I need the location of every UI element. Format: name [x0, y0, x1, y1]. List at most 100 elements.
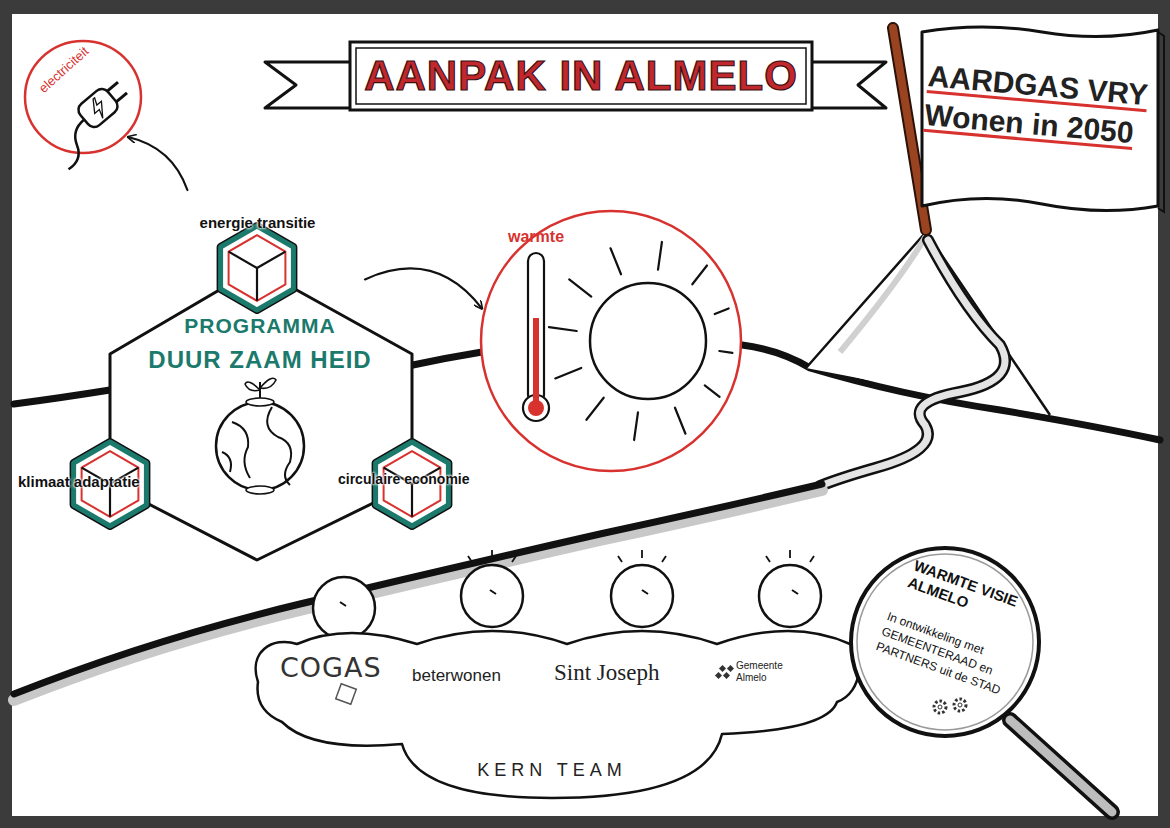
diagram-title: AANPAK IN ALMELO — [364, 52, 798, 100]
cube-inner — [229, 235, 286, 301]
globe-cap — [246, 486, 274, 494]
cube-edge — [411, 484, 413, 517]
spark-line — [641, 550, 643, 558]
team-member-head — [611, 565, 673, 627]
logo-mark — [719, 665, 726, 672]
title-banner — [350, 42, 812, 110]
gear-icon — [954, 699, 966, 711]
cube-edge — [257, 252, 285, 268]
goal-flag: AARDGAS VRY Wonen in 2050 — [912, 20, 1166, 216]
face-mark — [490, 590, 496, 594]
face-mark — [340, 602, 346, 606]
spark-line — [468, 556, 472, 562]
sun-ray — [675, 408, 685, 434]
magnifier-handle — [1010, 720, 1112, 812]
globe-cap — [246, 398, 274, 406]
sprout-leaf — [245, 382, 260, 391]
river-outline — [820, 240, 1005, 486]
paper-sheet — [12, 14, 1158, 816]
lightning-bolt — [87, 96, 110, 120]
hexagon-outline — [110, 268, 412, 560]
cube-node: energie transitie — [150, 190, 365, 315]
title-banner-inner — [356, 48, 806, 104]
lens-body: In ontwikkeling met GEMEENTERAAD en PART… — [874, 608, 1017, 699]
spark-line — [766, 556, 770, 562]
ribbon-tail — [810, 62, 886, 108]
globe-continent — [232, 422, 250, 478]
cube-face — [221, 226, 294, 310]
circle-label: warmte — [508, 228, 598, 246]
mountain — [806, 232, 1050, 415]
sun-ray — [634, 412, 638, 440]
team-member-head — [759, 565, 821, 627]
circle-label: electriciteit — [27, 36, 99, 103]
magnifier-handle-inner — [1010, 720, 1112, 812]
sun-ray — [715, 308, 729, 314]
lens-heading: WARMTE VISIE ALMELO — [905, 556, 1023, 628]
river — [820, 240, 1005, 486]
logo-mark — [336, 684, 357, 705]
curved-arrow — [365, 268, 482, 308]
node-label: energie transitie — [150, 214, 365, 231]
rotated-text-group: WARMTE VISIE ALMELOIn ontwikkeling met G… — [821, 518, 1070, 767]
node-shape — [150, 190, 365, 315]
face-mark — [792, 590, 798, 594]
node-label: klimaat adaptatie — [18, 473, 214, 490]
sun-ray — [705, 385, 720, 397]
curved-arrow — [128, 137, 187, 190]
circle-outline — [481, 211, 741, 471]
gear-icon — [938, 705, 942, 709]
core-team-cloud: COGAS beterwonenSint Joseph Gemeente Almel… — [252, 552, 858, 804]
sun-ray — [569, 279, 591, 296]
partner-logo: beterwonen — [412, 666, 552, 686]
gear-icon — [934, 701, 946, 713]
electricity-circle: electriciteit — [22, 38, 144, 156]
cube-node: klimaat adaptatie — [14, 425, 214, 545]
plug-prong — [107, 82, 118, 91]
partner-logo: Gemeente Almelo — [736, 660, 806, 683]
program-heading: PROGRAMMA — [100, 314, 420, 338]
sun-ray — [555, 368, 581, 378]
thermometer-level — [528, 400, 544, 416]
partner-logo: COGAS — [280, 652, 400, 683]
sprout-leaf — [260, 378, 276, 388]
globe-continent — [222, 452, 231, 472]
mountain-shade — [840, 236, 926, 352]
cube-edge — [229, 252, 257, 268]
sun-ray — [692, 266, 707, 285]
node-label: circulaire economie — [338, 471, 538, 487]
plug-body — [75, 86, 121, 131]
sun-ray — [719, 351, 732, 353]
spark-line — [618, 556, 622, 562]
logo-mark — [723, 672, 730, 679]
partner-logo: Sint Joseph — [554, 660, 704, 686]
spark-line — [789, 550, 791, 558]
spark-line — [810, 556, 814, 562]
sun — [590, 283, 706, 399]
team-member-head — [461, 565, 523, 627]
sun-ray — [549, 327, 577, 331]
team-caption: KERN TEAM — [442, 760, 662, 781]
logo-mark — [727, 665, 734, 672]
thermometer-level — [533, 318, 539, 408]
lens-rim — [851, 548, 1039, 736]
cloud-outline — [256, 631, 860, 798]
globe — [216, 402, 304, 490]
globe-continent — [267, 407, 291, 485]
node-shape — [478, 208, 744, 474]
horizon-line — [14, 390, 110, 404]
title-box: AANPAK IN ALMELO — [350, 42, 812, 110]
plug-prong — [116, 93, 127, 102]
cube-outline — [221, 226, 294, 310]
spark-line — [512, 556, 516, 562]
cube-edge — [256, 268, 258, 301]
face-mark — [642, 590, 648, 594]
cube-node: circulaire economie — [330, 425, 540, 545]
sun-ray — [658, 242, 662, 270]
heat-circle: warmte — [478, 208, 744, 474]
sun-ray — [611, 248, 621, 274]
lens-inner-rim — [857, 554, 1033, 730]
team-member-head — [313, 577, 375, 639]
spark-line — [662, 556, 666, 562]
